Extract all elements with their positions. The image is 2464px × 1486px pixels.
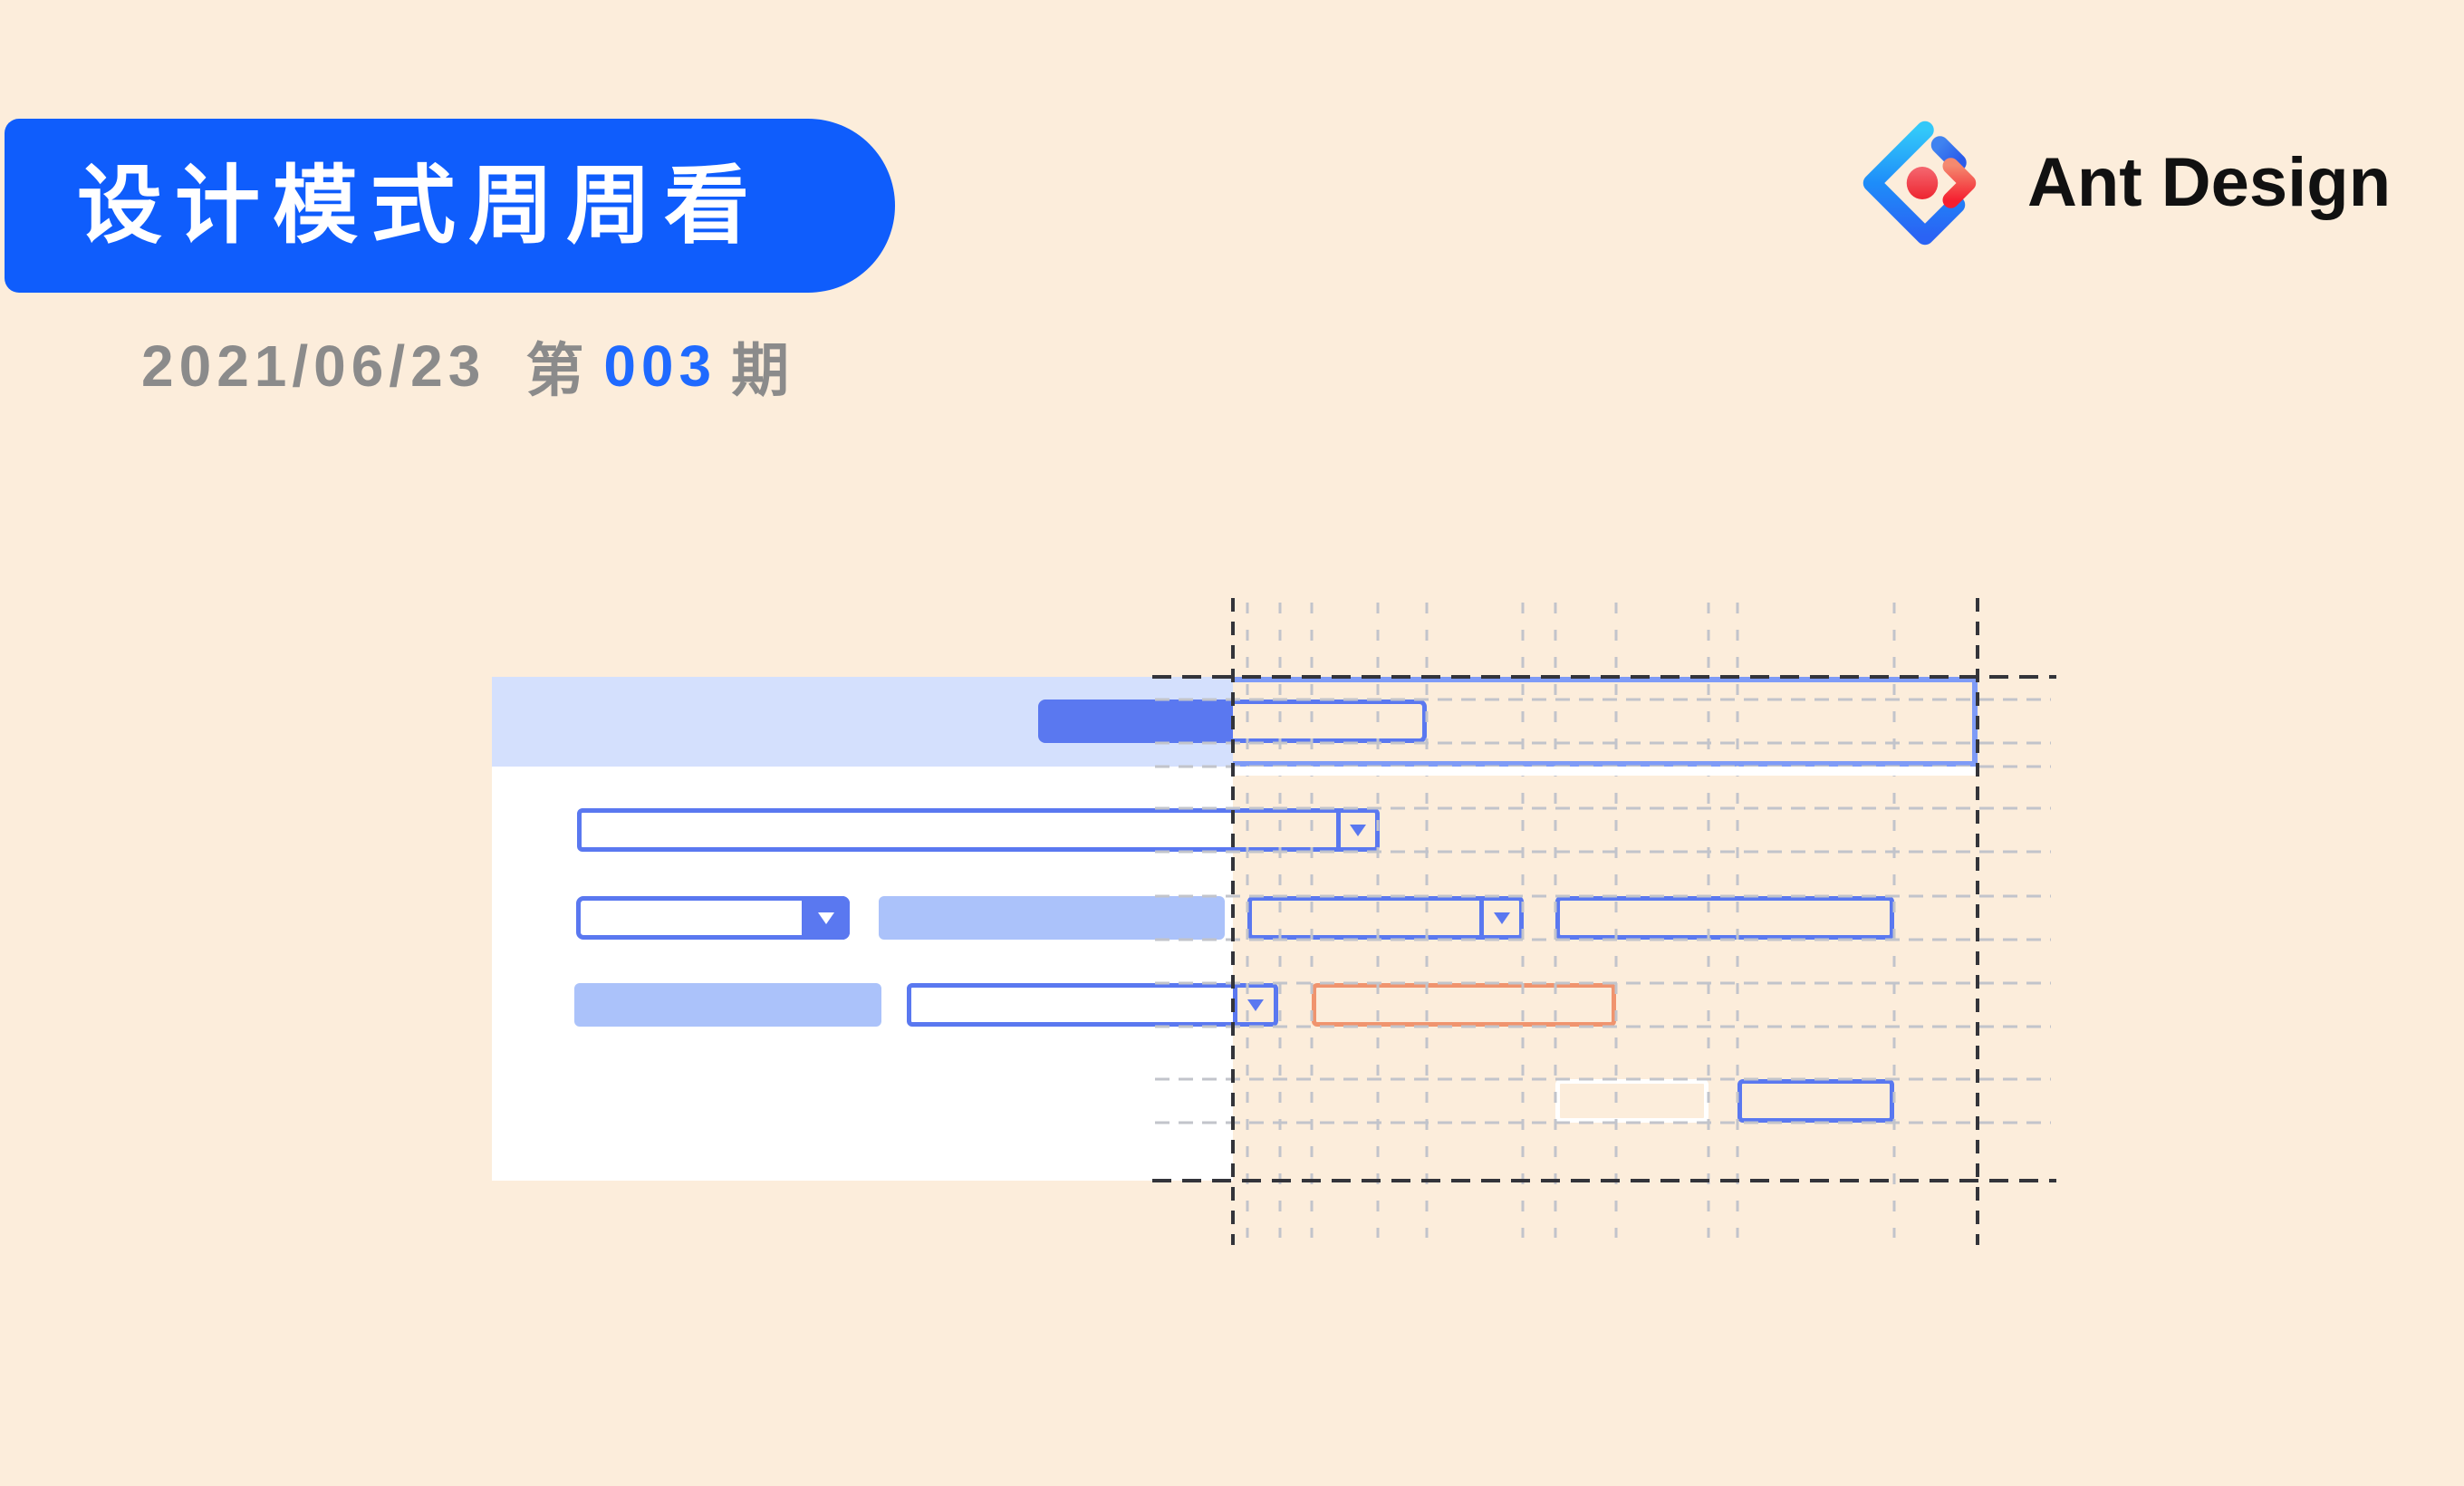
dropdown-arrow-icon <box>1350 824 1366 836</box>
select-arrow-separator <box>1479 896 1484 940</box>
filled-block-a <box>879 896 1225 940</box>
banner-title: 设计模式周周看 <box>77 158 763 253</box>
dropdown-arrow-icon <box>1493 912 1510 924</box>
outline-button-primary <box>1737 1079 1894 1123</box>
brand: Ant Design <box>1857 115 2391 251</box>
header-primary-button <box>1038 700 1427 743</box>
select-field-small <box>576 896 850 940</box>
brand-wordmark: Ant Design <box>2027 144 2392 221</box>
issue-prefix: 第 <box>525 338 590 403</box>
select-field-medium <box>907 983 1278 1027</box>
outline-field-orange <box>1312 983 1616 1027</box>
issue-number: 003 <box>603 333 717 399</box>
outline-select-field <box>1247 896 1524 940</box>
filled-block-b <box>574 983 881 1027</box>
mock-card-header-outline <box>1233 677 1978 767</box>
outline-field-a <box>1555 896 1894 940</box>
select-arrow-separator <box>1336 808 1341 852</box>
blueprint-header-white-strip <box>1233 767 1978 776</box>
dropdown-arrow-icon <box>1247 999 1264 1011</box>
issue-suffix: 期 <box>731 338 795 403</box>
select-arrow-separator <box>1233 983 1237 1027</box>
issue-date: 2021/06/23 <box>141 333 486 399</box>
dropdown-arrow-icon <box>817 912 834 924</box>
select-arrow-box <box>802 896 850 940</box>
select-field-large <box>577 808 1380 852</box>
banner: 设计模式周周看 <box>5 119 895 293</box>
ant-design-logo-icon <box>1862 121 1977 246</box>
issue-line: 2021/06/23 第 003 期 <box>141 333 794 403</box>
outline-button-default <box>1555 1079 1708 1123</box>
